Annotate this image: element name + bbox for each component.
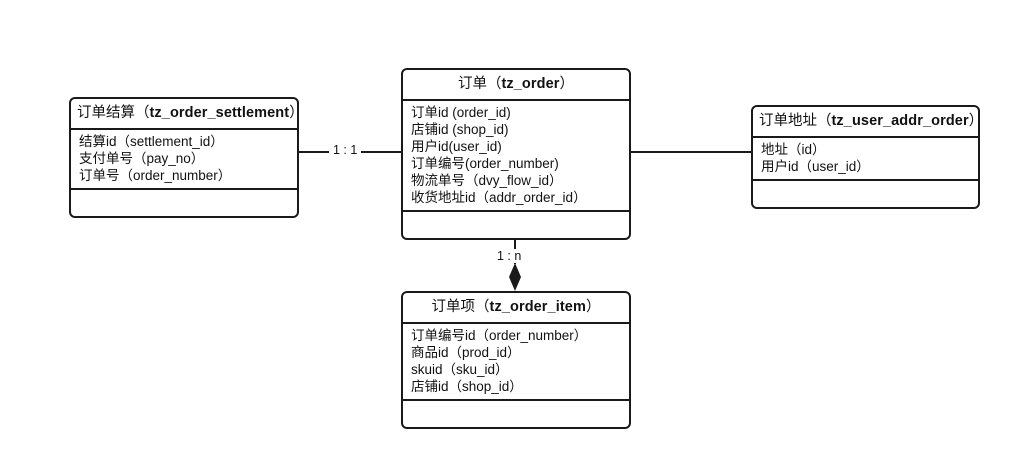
entity-field: 用户id(user_id) — [411, 139, 502, 155]
paren-open: （ — [486, 76, 502, 92]
entity-footer-order — [403, 212, 629, 238]
paren-open: （ — [135, 105, 150, 121]
entity-table-name: tz_order_settlement — [149, 105, 290, 121]
entity-box-user-addr-order[interactable]: 订单地址（tz_user_addr_order） 地址（id） 用户id（use… — [751, 105, 983, 210]
entity-table-name: tz_order_item — [489, 299, 586, 315]
paren-close: ） — [585, 299, 601, 315]
connector-order-orderitem — [514, 228, 516, 264]
relationship-label-order-orderitem: 1 : n — [493, 249, 526, 263]
entity-field: 订单编号id（order_number） — [411, 328, 588, 344]
entity-fields-user-addr-order: 地址（id） 用户id（user_id） — [753, 138, 978, 182]
relationship-label-settlement-order: 1 : 1 — [329, 143, 362, 157]
paren-close: ） — [968, 113, 984, 129]
entity-table-name: tz_user_addr_order — [831, 113, 969, 129]
connector-order-address — [631, 151, 752, 153]
entity-table-name: tz_order — [501, 76, 560, 92]
entity-field: 结算id（settlement_id） — [79, 134, 224, 150]
entity-title-order-item: 订单项（tz_order_item） — [403, 293, 629, 325]
entity-field: 店铺id（shop_id） — [411, 379, 523, 395]
entity-field: 订单编号(order_number) — [411, 156, 559, 172]
entity-field: 地址（id） — [761, 142, 826, 158]
entity-footer-order-item — [403, 401, 629, 427]
entity-field: 商品id（prod_id） — [411, 345, 521, 361]
entity-fields-order-settlement: 结算id（settlement_id） 支付单号（pay_no） 订单号（ord… — [71, 130, 297, 191]
entity-field: 支付单号（pay_no） — [79, 151, 205, 167]
paren-close: ） — [289, 105, 304, 121]
entity-field: 订单号（order_number） — [79, 168, 232, 184]
entity-name-cn: 订单地址 — [759, 113, 817, 129]
entity-field: 收货地址id（addr_order_id） — [411, 190, 587, 206]
entity-box-order-item[interactable]: 订单项（tz_order_item） 订单编号id（order_number） … — [401, 291, 631, 430]
entity-fields-order-item: 订单编号id（order_number） 商品id（prod_id） skuid… — [403, 324, 629, 402]
entity-title-order-settlement: 订单结算（tz_order_settlement） — [71, 99, 304, 131]
entity-box-order-settlement[interactable]: 订单结算（tz_order_settlement） 结算id（settlemen… — [69, 97, 304, 219]
entity-name-cn: 订单 — [457, 76, 487, 92]
paren-open: （ — [475, 299, 490, 315]
entity-field: 用户id（user_id） — [761, 159, 870, 175]
entity-name-cn: 订单项 — [431, 299, 476, 315]
entity-footer-order-settlement — [71, 190, 297, 216]
entity-field: skuid（sku_id） — [411, 362, 509, 378]
paren-open: （ — [817, 113, 832, 129]
paren-close: ） — [559, 76, 575, 92]
entity-box-order[interactable]: 订单（tz_order） 订单id (order_id) 店铺id (shop_… — [401, 68, 631, 241]
entity-name-cn: 订单结算 — [77, 105, 135, 121]
entity-field: 订单id (order_id) — [411, 105, 511, 121]
entity-title-user-addr-order: 订单地址（tz_user_addr_order） — [753, 107, 983, 139]
diamond-arrowhead-icon — [509, 263, 521, 291]
entity-field: 物流单号（dvy_flow_id） — [411, 173, 563, 189]
entity-footer-user-addr-order — [753, 181, 978, 207]
entity-title-order: 订单（tz_order） — [403, 70, 629, 102]
entity-field: 店铺id (shop_id) — [411, 122, 509, 138]
entity-fields-order: 订单id (order_id) 店铺id (shop_id) 用户id(user… — [403, 101, 629, 213]
